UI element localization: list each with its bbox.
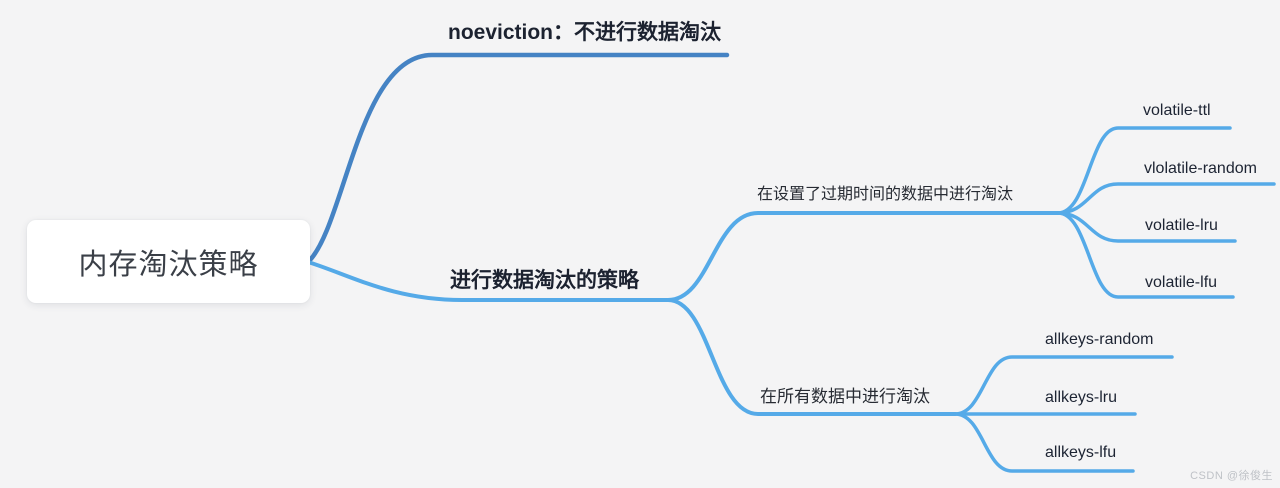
node-evict-from-expired-data[interactable]: 在设置了过期时间的数据中进行淘汰	[757, 186, 1014, 203]
csdn-watermark: CSDN @徐俊生	[1190, 470, 1273, 482]
edge-expired-volatile-ttl	[1056, 126, 1232, 215]
edge-allkeys-lfu	[953, 412, 1135, 473]
node-volatile-lfu[interactable]: volatile-lfu	[1145, 274, 1218, 291]
node-evict-from-all-data[interactable]: 在所有数据中进行淘汰	[760, 387, 930, 406]
node-volatile-lru[interactable]: volatile-lru	[1145, 217, 1218, 234]
node-volatile-random[interactable]: vlolatile-random	[1144, 160, 1257, 177]
edge-expired-volatile-random	[1056, 182, 1276, 215]
node-eviction-strategies[interactable]: 进行数据淘汰的策略	[450, 269, 639, 292]
node-allkeys-lfu[interactable]: allkeys-lfu	[1045, 444, 1117, 461]
edge-expired-volatile-lfu	[1056, 211, 1235, 299]
edge-root-eviction	[306, 260, 670, 302]
edge-root-noeviction	[305, 52, 730, 265]
root-node-memory-eviction-strategy[interactable]: 内存淘汰策略	[27, 220, 310, 303]
node-volatile-ttl[interactable]: volatile-ttl	[1143, 102, 1211, 119]
node-allkeys-lru[interactable]: allkeys-lru	[1045, 389, 1118, 406]
edge-eviction-expired	[666, 211, 1060, 302]
edge-eviction-allkeys	[666, 298, 957, 416]
node-noeviction[interactable]: noeviction：不进行数据淘汰	[448, 21, 722, 44]
node-allkeys-random[interactable]: allkeys-random	[1045, 331, 1154, 348]
edge-allkeys-random	[953, 355, 1174, 416]
